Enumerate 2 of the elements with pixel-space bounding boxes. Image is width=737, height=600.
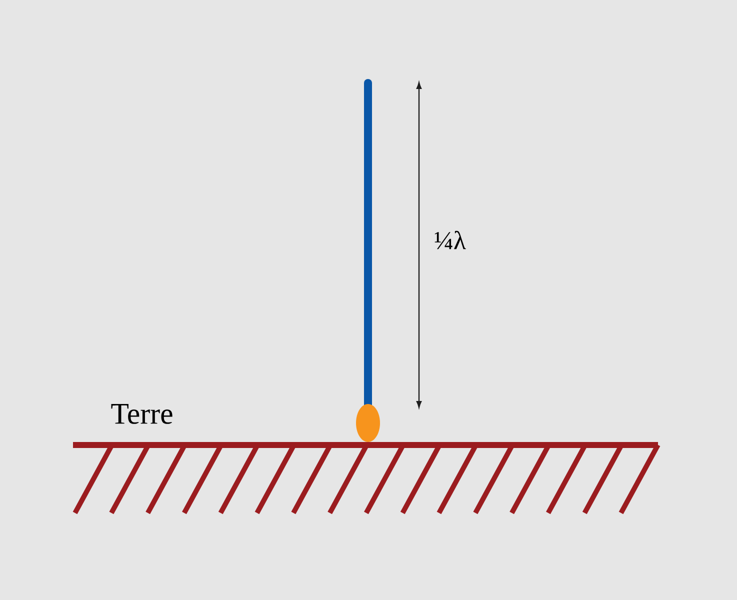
dimension-label: ¼λ bbox=[434, 230, 466, 250]
ground-label: Terre bbox=[111, 404, 172, 424]
